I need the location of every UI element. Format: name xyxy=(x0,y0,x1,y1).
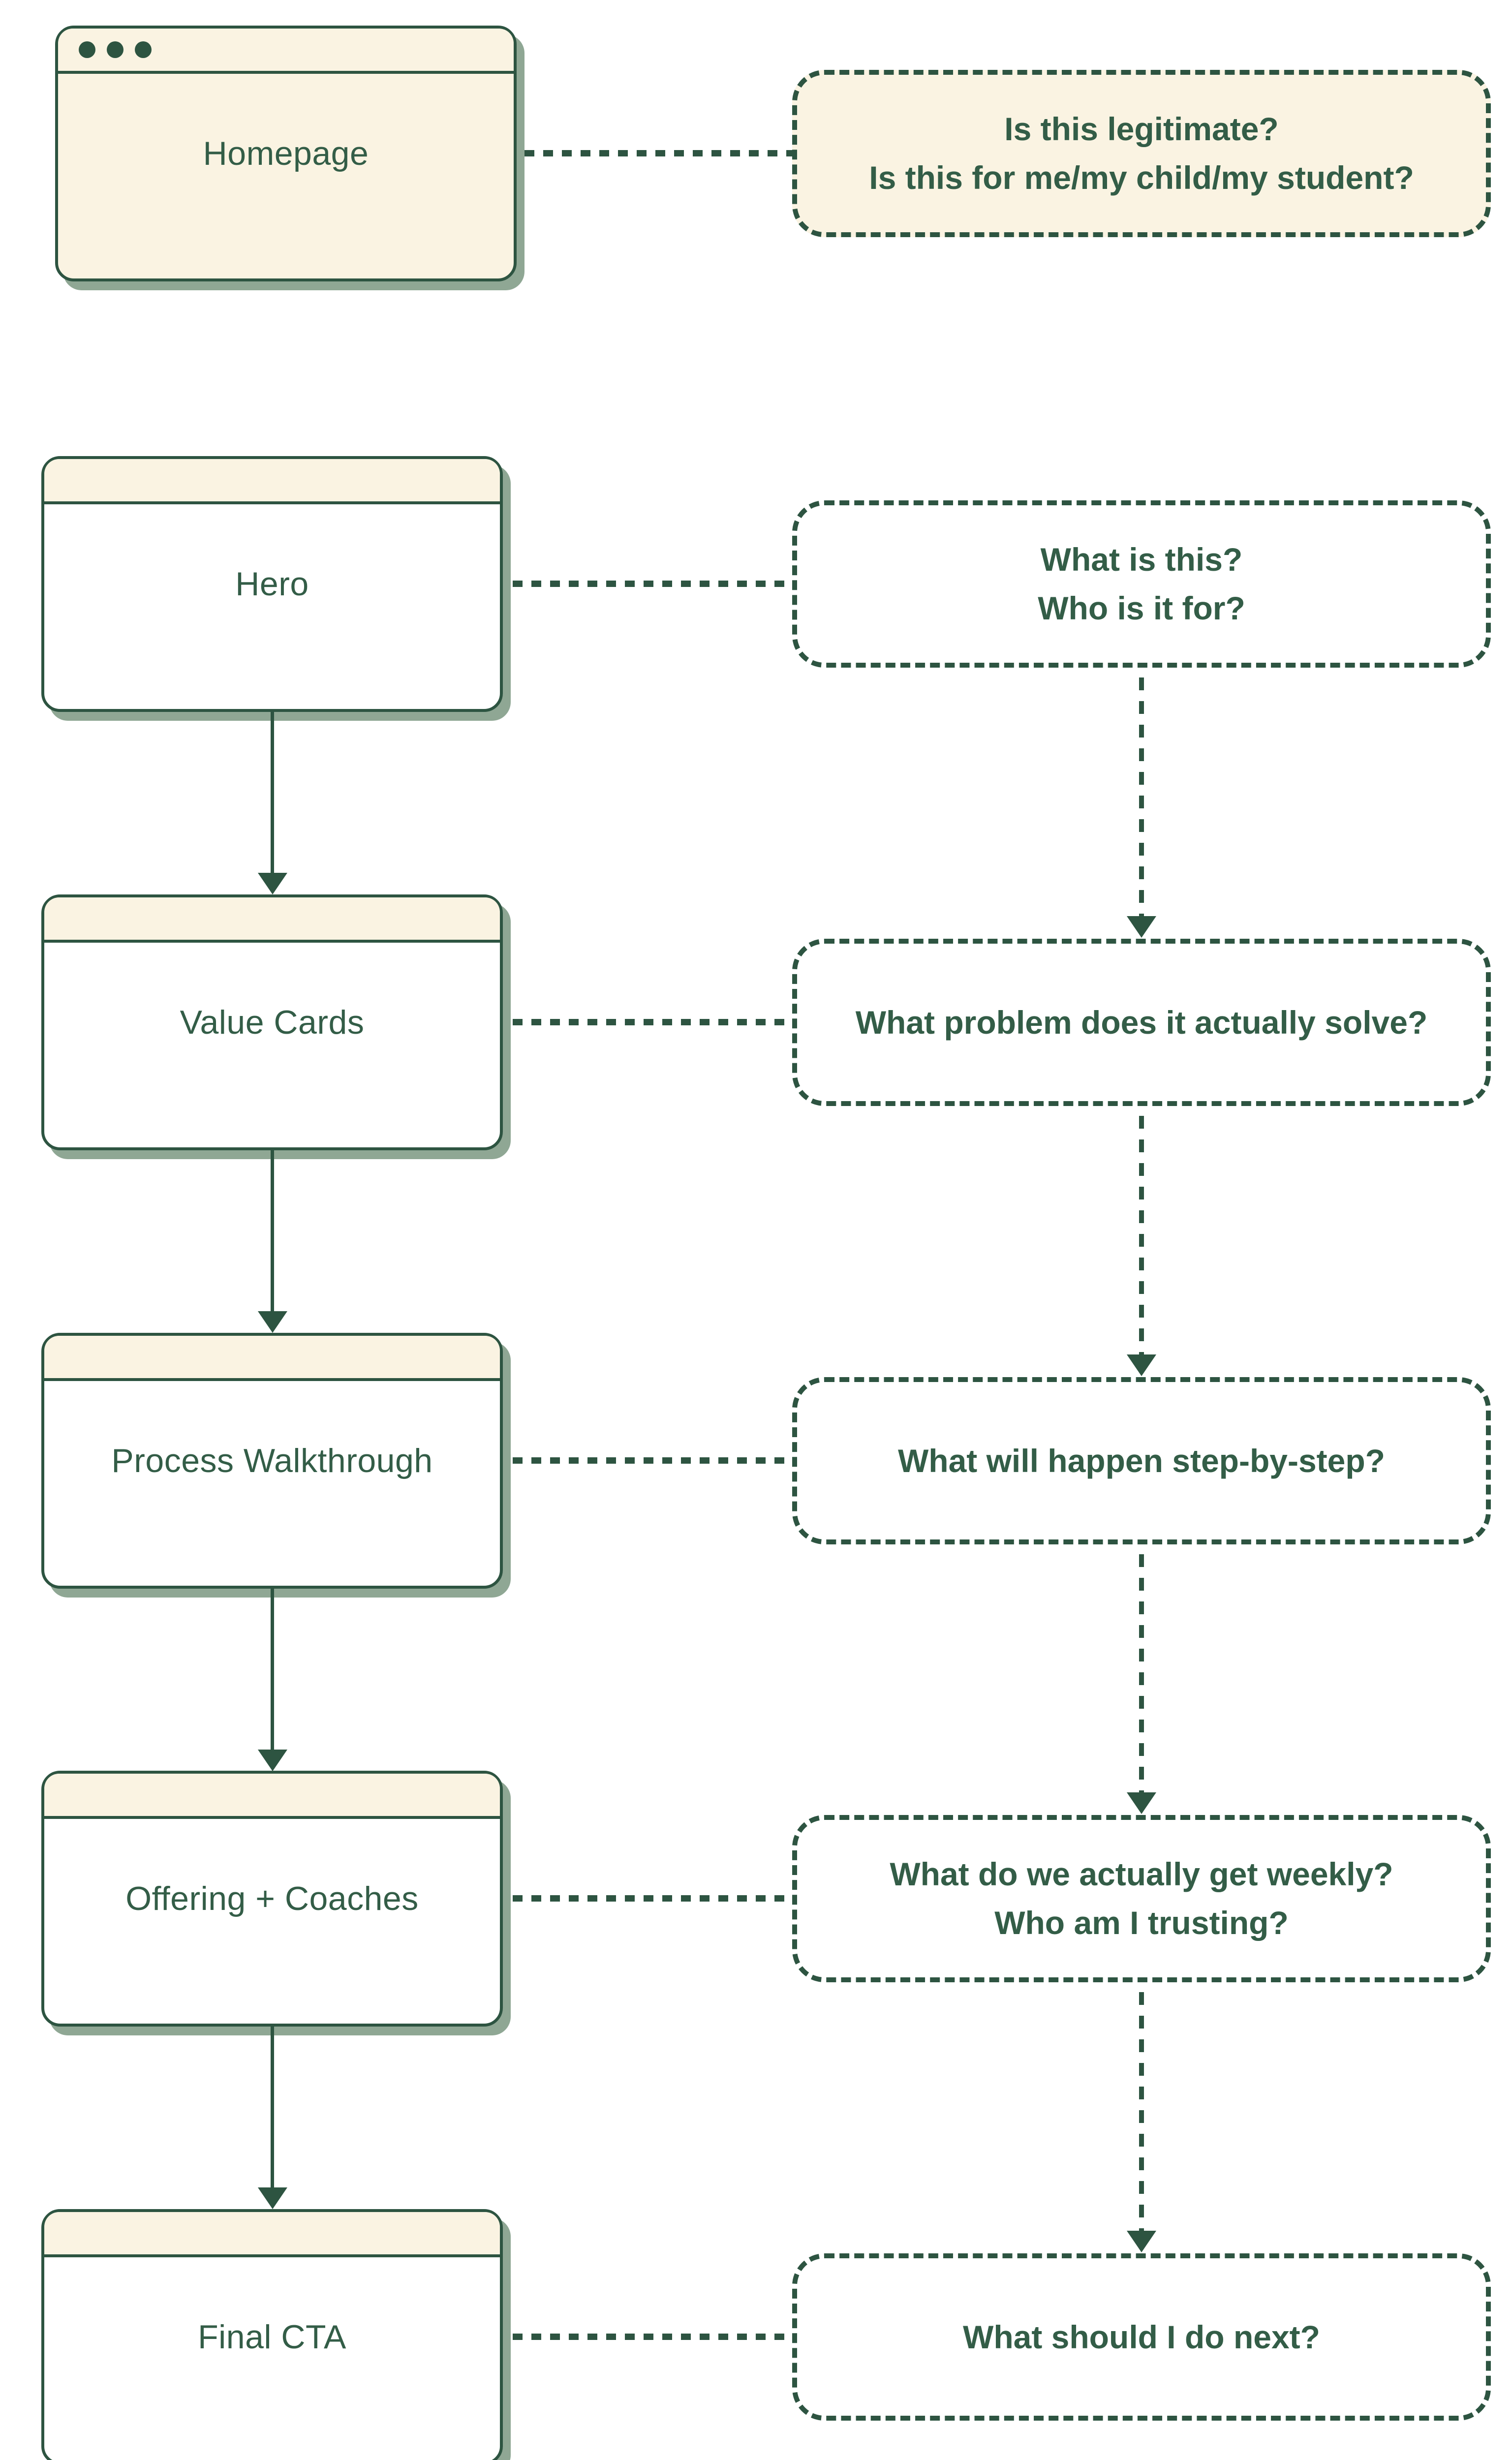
dashed-arrow-bubble2-to-bubble3 xyxy=(1139,677,1144,916)
arrow-process-to-offering xyxy=(271,1589,274,1750)
bubble-text-line: Is this legitimate? xyxy=(1004,111,1279,147)
process-walkthrough-box-label: Process Walkthrough xyxy=(111,1442,433,1479)
question-bubble-homepage: Is this legitimate? Is this for me/my ch… xyxy=(792,70,1491,237)
question-bubble-value-cards: What problem does it actually solve? xyxy=(792,939,1491,1106)
bubble-text-line: What do we actually get weekly? xyxy=(890,1856,1393,1892)
window-dot-icon xyxy=(79,41,95,58)
dashed-arrow-bubble4-to-bubble5 xyxy=(1139,1554,1144,1792)
homepage-box-titlebar xyxy=(58,29,514,74)
arrow-value-cards-to-process xyxy=(271,1150,274,1311)
process-walkthrough-box-titlebar xyxy=(44,1336,500,1381)
bubble-text-line: What problem does it actually solve? xyxy=(855,1004,1428,1041)
bubble-text-line: What is this? xyxy=(1040,541,1243,578)
offering-coaches-box-label: Offering + Coaches xyxy=(125,1880,419,1917)
question-bubble-final-cta: What should I do next? xyxy=(792,2253,1491,2421)
offering-coaches-box-titlebar xyxy=(44,1774,500,1819)
connector-final-cta-to-bubble xyxy=(513,2334,792,2340)
homepage-box: Homepage xyxy=(55,26,517,281)
connector-process-to-bubble xyxy=(513,1457,792,1464)
final-cta-box-titlebar xyxy=(44,2212,500,2257)
question-bubble-process: What will happen step-by-step? xyxy=(792,1377,1491,1544)
arrow-offering-to-final-cta xyxy=(271,2027,274,2187)
hero-box: Hero xyxy=(41,456,503,712)
question-bubble-hero: What is this? Who is it for? xyxy=(792,500,1491,668)
question-bubble-offering: What do we actually get weekly? Who am I… xyxy=(792,1815,1491,1982)
connector-homepage-to-bubble xyxy=(525,150,792,156)
bubble-text-line: Who am I trusting? xyxy=(994,1905,1289,1941)
final-cta-box: Final CTA xyxy=(41,2209,503,2460)
bubble-text-line: What will happen step-by-step? xyxy=(897,1442,1386,1479)
connector-value-cards-to-bubble xyxy=(513,1019,792,1025)
hero-box-label: Hero xyxy=(235,565,309,603)
connector-hero-to-bubble xyxy=(513,581,792,587)
connector-offering-to-bubble xyxy=(513,1895,792,1902)
offering-coaches-box: Offering + Coaches xyxy=(41,1771,503,2027)
final-cta-box-label: Final CTA xyxy=(198,2318,346,2356)
bubble-text-line: What should I do next? xyxy=(963,2318,1320,2355)
bubble-text-line: Who is it for? xyxy=(1038,590,1245,626)
value-cards-box: Value Cards xyxy=(41,894,503,1150)
arrow-hero-to-value-cards xyxy=(271,712,274,873)
bubble-text-line: Is this for me/my child/my student? xyxy=(869,159,1414,196)
dashed-arrow-bubble5-to-bubble6 xyxy=(1139,1992,1144,2231)
hero-box-titlebar xyxy=(44,459,500,504)
value-cards-box-titlebar xyxy=(44,897,500,943)
window-dot-icon xyxy=(135,41,152,58)
dashed-arrow-bubble3-to-bubble4 xyxy=(1139,1116,1144,1354)
window-dot-icon xyxy=(107,41,123,58)
value-cards-box-label: Value Cards xyxy=(180,1004,365,1041)
homepage-box-label: Homepage xyxy=(203,135,369,172)
process-walkthrough-box: Process Walkthrough xyxy=(41,1333,503,1589)
